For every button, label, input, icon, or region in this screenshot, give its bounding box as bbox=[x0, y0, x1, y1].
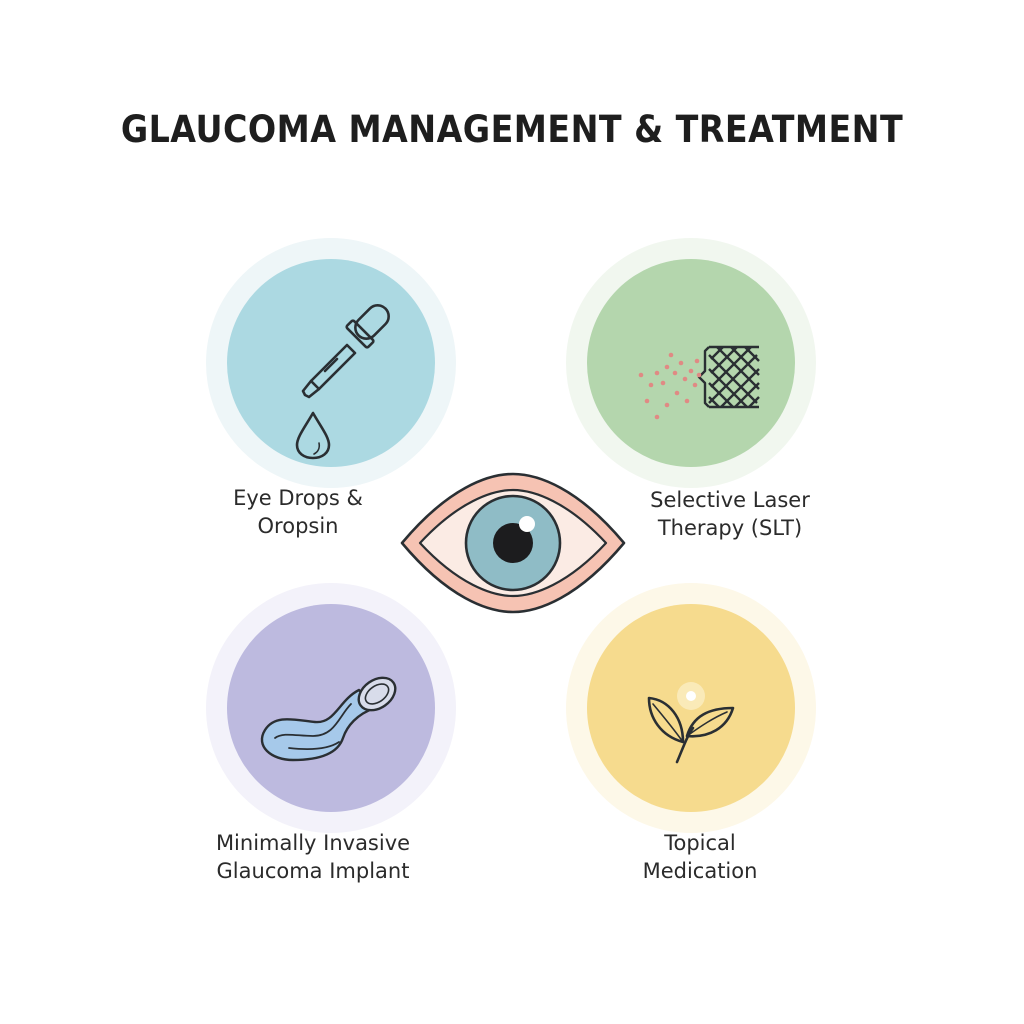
implant-stent-icon bbox=[260, 676, 397, 762]
caption-topical-line1: Topical bbox=[664, 831, 736, 855]
treatment-eye-drops-disc bbox=[227, 259, 435, 467]
page-title: GLAUCOMA MANAGEMENT & TREATMENT bbox=[120, 108, 904, 151]
eye-icon bbox=[400, 472, 626, 614]
treatment-topical bbox=[566, 583, 816, 833]
caption-topical-line2: Medication bbox=[642, 859, 758, 883]
eye-dropper-icon bbox=[295, 304, 390, 460]
treatment-implant-disc bbox=[227, 604, 435, 812]
caption-eye-drops-line1: Eye Drops & bbox=[233, 486, 363, 510]
caption-implant-line2: Glaucoma Implant bbox=[216, 859, 410, 883]
treatment-topical-disc bbox=[587, 604, 795, 812]
caption-slt-line1: Selective Laser bbox=[650, 488, 810, 512]
caption-implant: Minimally Invasive Glaucoma Implant bbox=[183, 829, 443, 885]
leaf-icon bbox=[647, 682, 735, 764]
caption-topical: Topical Medication bbox=[570, 829, 830, 885]
caption-slt: Selective Laser Therapy (SLT) bbox=[600, 486, 860, 542]
treatment-slt-disc bbox=[587, 259, 795, 467]
caption-eye-drops-line2: Oropsin bbox=[257, 514, 339, 538]
treatment-implant bbox=[206, 583, 456, 833]
caption-implant-line1: Minimally Invasive bbox=[215, 831, 411, 855]
laser-mesh-icon bbox=[638, 345, 760, 420]
caption-eye-drops: Eye Drops & Oropsin bbox=[168, 484, 428, 540]
treatment-eye-drops bbox=[206, 238, 456, 488]
treatment-slt bbox=[566, 238, 816, 488]
caption-slt-line2: Therapy (SLT) bbox=[657, 516, 803, 540]
